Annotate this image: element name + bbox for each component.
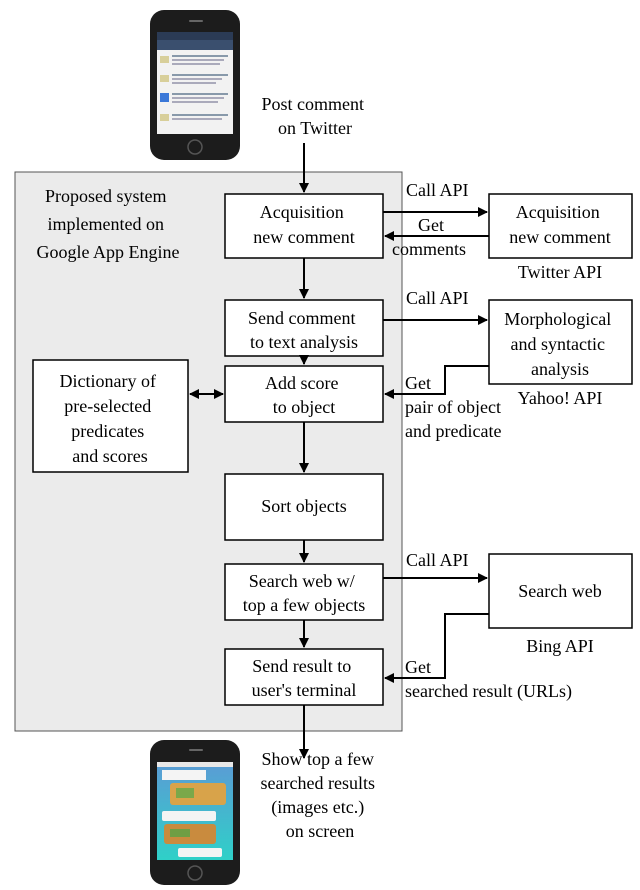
send-result-box: Send result to user's terminal — [224, 648, 384, 706]
bing-api-name: Bing API — [526, 636, 594, 656]
show-results-caption: Show top a few searched results (images … — [261, 749, 380, 841]
morphological-analysis-box: Morphological and syntactic analysis — [488, 299, 633, 385]
dictionary-box: Dictionary of pre-selected predicates an… — [32, 359, 189, 473]
svg-text:Search web: Search web — [518, 581, 601, 601]
send-comment-box: Send comment to text analysis — [224, 299, 384, 357]
sort-objects-box: Sort objects — [224, 473, 384, 541]
yahoo-api-name: Yahoo! API — [518, 388, 603, 408]
get-comments-label: Get comments — [392, 215, 466, 259]
smartphone-twitter-icon — [150, 10, 240, 160]
svg-text:Morphological and syntac: Morphological and syntactic analysis — [504, 309, 615, 379]
arrow-get-searched — [384, 613, 489, 683]
get-pair-label: Get pair of object and predicate — [405, 373, 505, 441]
acquisition-box: Acquisition new comment — [224, 193, 384, 259]
get-searched-label: Get searched result (URLs) — [405, 657, 572, 702]
svg-text:Send result to user's te: Send result to user's terminal — [252, 656, 357, 700]
svg-text:Add score to object: Add score to object — [265, 373, 343, 417]
svg-text:Search web w/ top a few: Search web w/ top a few objects — [243, 571, 365, 615]
twitter-api-name: Twitter API — [518, 262, 602, 282]
bing-search-box: Search web — [488, 553, 633, 629]
twitter-api-box: Acquisition new comment — [488, 193, 633, 259]
arrow-get-pair — [384, 365, 489, 399]
post-comment-caption: Post comment on Twitter — [262, 94, 369, 138]
system-label: Proposed system implemented on Google Ap… — [37, 186, 180, 262]
call-api-label-twitter: Call API — [406, 180, 469, 200]
svg-text:Send comment to text ana: Send comment to text analysis — [248, 308, 360, 352]
svg-text:Sort objects: Sort objects — [261, 496, 347, 516]
flow-arrows — [189, 143, 489, 759]
smartphone-results-icon — [150, 740, 240, 885]
svg-text:Acquisition new comment: Acquisition new comment — [509, 202, 610, 247]
add-score-box: Add score to object — [224, 365, 384, 423]
call-api-label-yahoo: Call API — [406, 288, 469, 308]
svg-text:Dictionary of pre-select: Dictionary of pre-selected predicates an… — [60, 371, 161, 466]
search-web-top-box: Search web w/ top a few objects — [224, 563, 384, 621]
svg-text:Acquisition new comment: Acquisition new comment — [253, 202, 354, 247]
call-api-label-bing: Call API — [406, 550, 469, 570]
